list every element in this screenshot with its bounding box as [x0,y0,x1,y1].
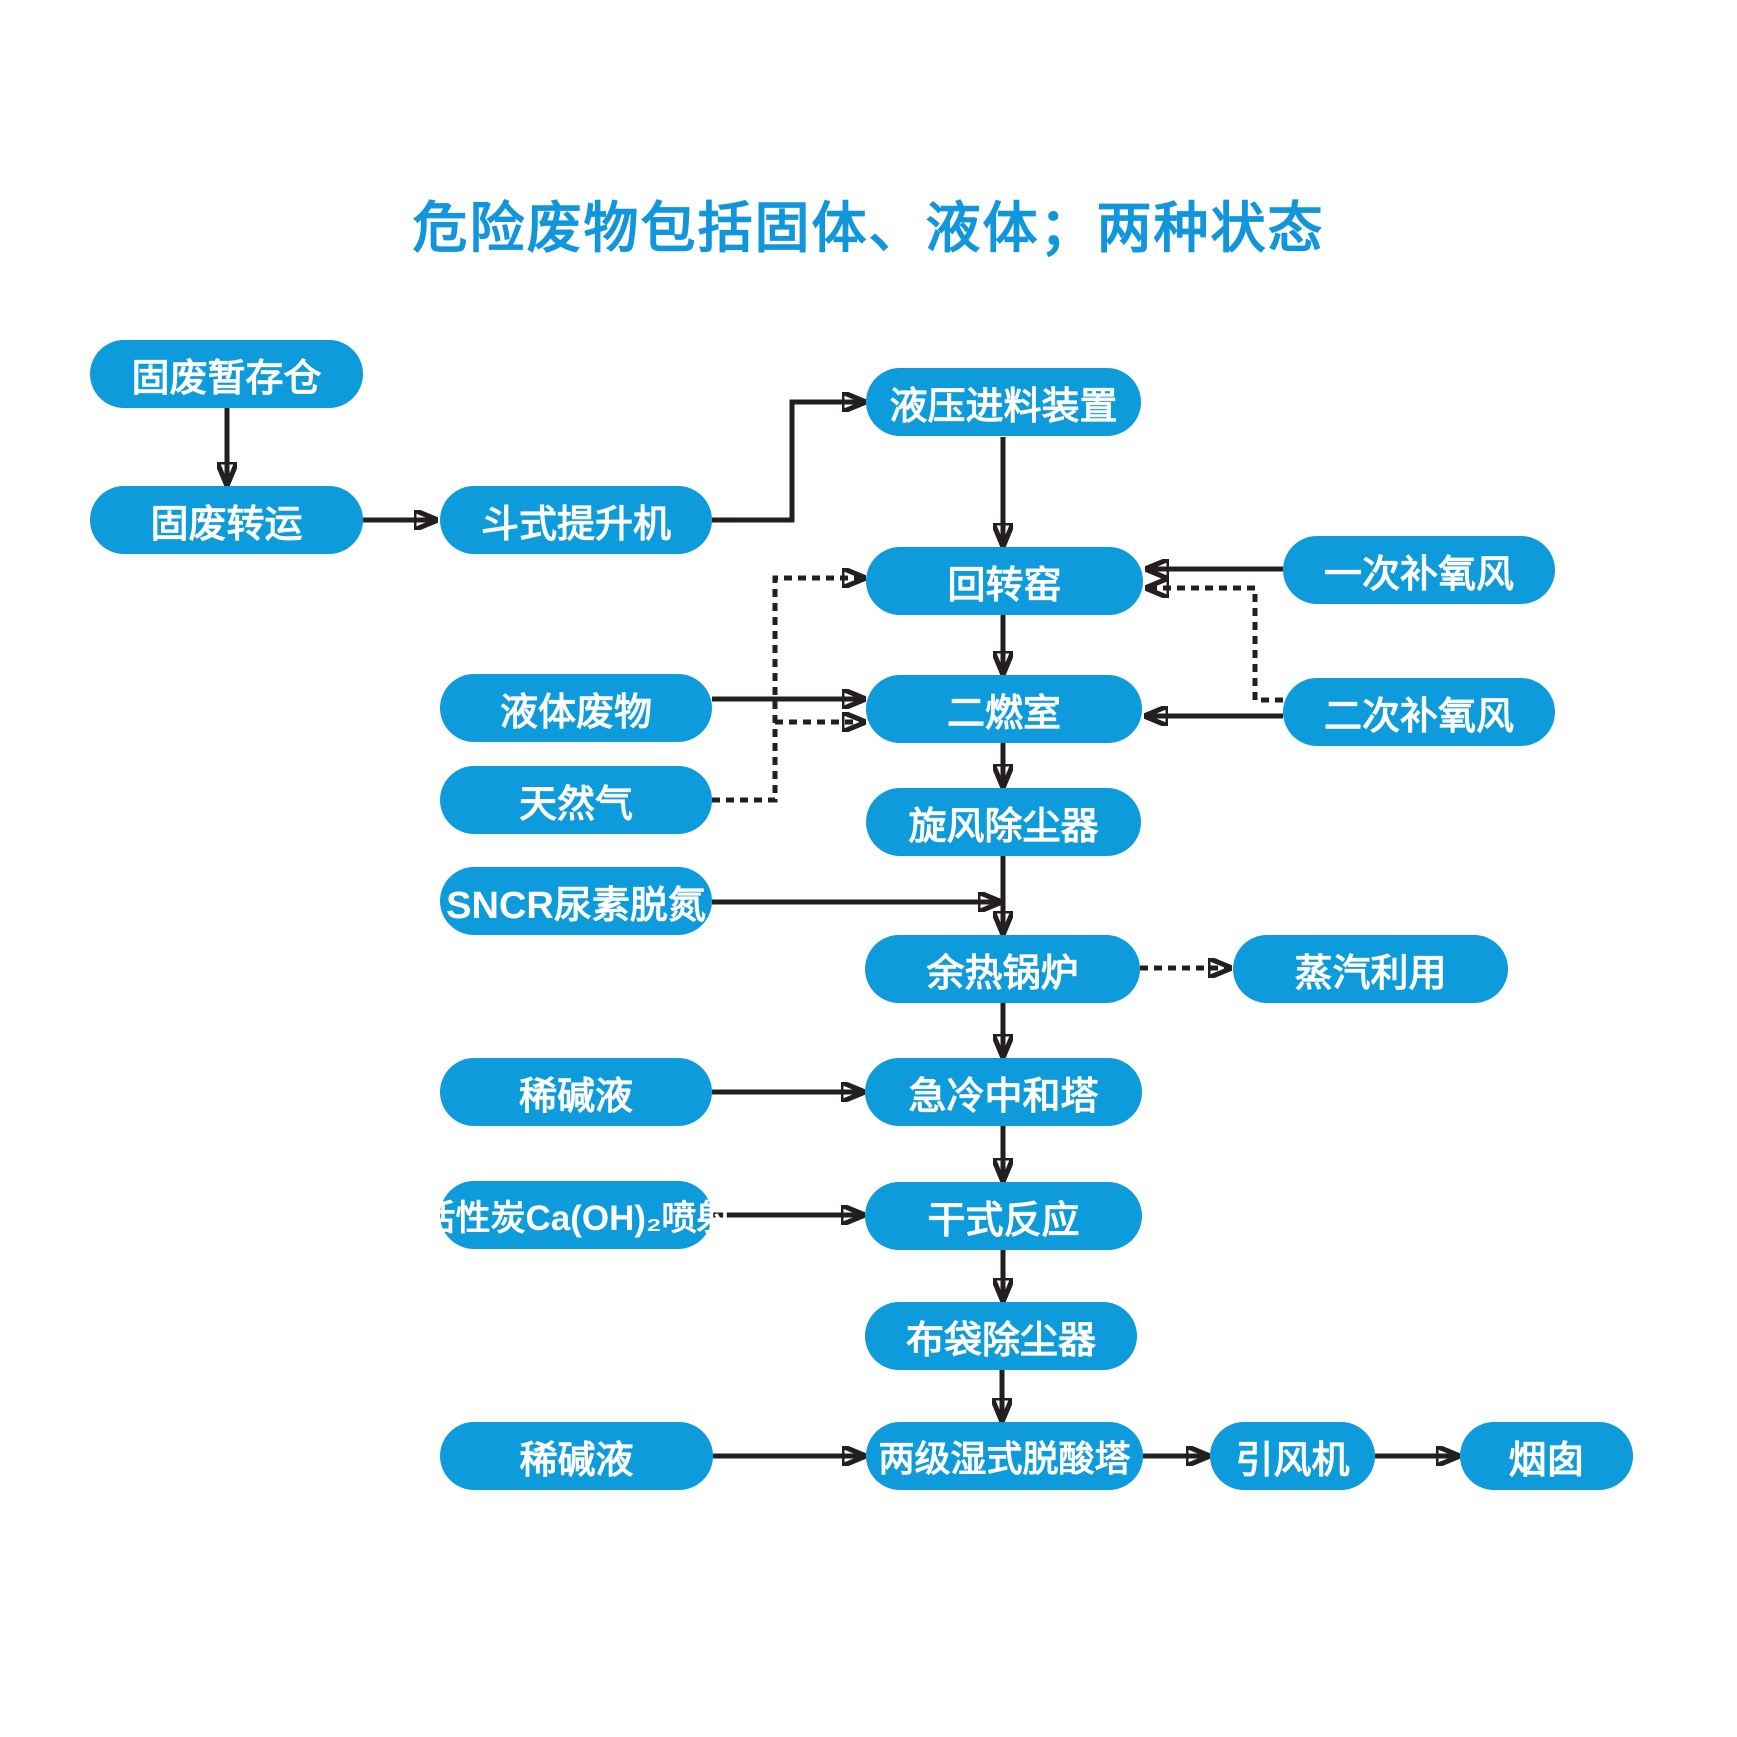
node-waste-heat-boiler: 余热锅炉 [865,935,1140,1003]
node-primary-oxygen-air: 一次补氧风 [1283,536,1555,604]
node-two-stage-wet-deacid-tower: 两级湿式脱酸塔 [866,1422,1143,1490]
node-dilute-alkali-1: 稀碱液 [440,1058,712,1126]
node-bucket-elevator: 斗式提升机 [440,486,712,554]
node-bag-dust-collector: 布袋除尘器 [865,1302,1137,1370]
node-dilute-alkali-2: 稀碱液 [440,1422,713,1490]
node-secondary-oxygen-air: 二次补氧风 [1283,678,1555,746]
node-steam-utilization: 蒸汽利用 [1233,935,1508,1003]
node-chimney: 烟囱 [1460,1422,1633,1490]
node-activated-carbon-injection: 活性炭Ca(OH)₂喷射 [420,1181,732,1249]
node-induced-draft-fan: 引风机 [1210,1422,1375,1490]
node-sncr-urea-denox: SNCR尿素脱氮 [440,867,712,935]
node-solid-waste-transfer: 固废转运 [90,486,363,554]
node-dry-reaction: 干式反应 [865,1182,1142,1250]
node-hydraulic-feeder: 液压进料装置 [866,368,1141,436]
diagram-title: 危险废物包括固体、液体；两种状态 [412,197,1325,259]
node-natural-gas: 天然气 [440,766,712,834]
edge-secondary-oxygen-to-kiln [1147,588,1283,703]
node-rotary-kiln: 回转窑 [866,547,1143,615]
node-secondary-combustion-chamber: 二燃室 [866,675,1142,743]
node-solid-waste-storage: 固废暂存仓 [90,340,363,408]
edge-natural-gas-to-kiln [712,578,864,803]
edge-elevator-to-feeder [712,402,864,523]
node-cyclone-dust-collector: 旋风除尘器 [866,788,1141,856]
node-liquid-waste: 液体废物 [440,674,712,742]
node-quench-neutralization-tower: 急冷中和塔 [865,1058,1142,1126]
